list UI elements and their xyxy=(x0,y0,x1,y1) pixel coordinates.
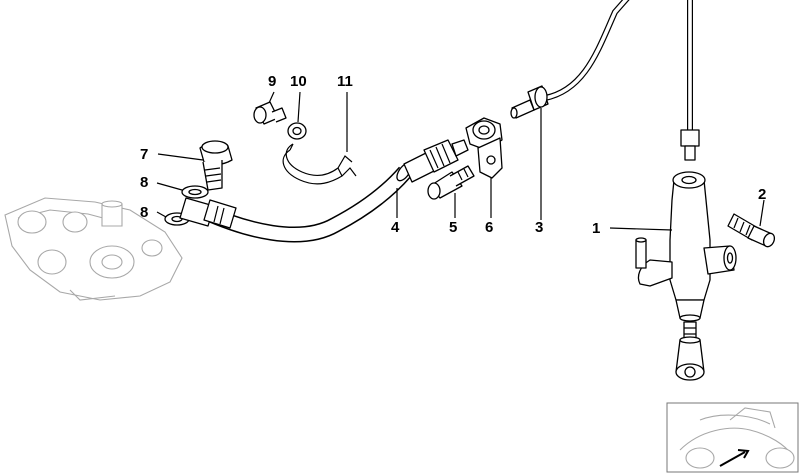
callout-5: 5 xyxy=(449,219,457,236)
leader-7 xyxy=(157,153,204,161)
banjo-bolt-part xyxy=(199,140,233,191)
leader-8b xyxy=(156,211,167,218)
leader-9 xyxy=(268,91,275,104)
callout-4: 4 xyxy=(391,219,400,236)
leader-8a xyxy=(156,182,183,191)
brake-hose-part xyxy=(179,162,412,243)
hose-clip-11-part xyxy=(282,143,357,185)
hose-end-fitting-part xyxy=(403,139,469,183)
callout-1: 1 xyxy=(592,220,600,237)
callout-11: 11 xyxy=(337,73,353,90)
bracket-6-part xyxy=(465,117,503,179)
brake-line-part xyxy=(510,0,700,161)
brake-caliper-outline xyxy=(4,197,183,301)
callout-leader-lines xyxy=(156,91,765,231)
callout-8-lower: 8 xyxy=(140,204,148,221)
callout-10: 10 xyxy=(290,73,307,90)
bolt-9-part xyxy=(253,101,287,125)
bolt-5-part xyxy=(427,165,475,200)
bolt-2-part xyxy=(727,213,776,248)
leader-1 xyxy=(609,227,673,231)
motorcycle-location-inset xyxy=(666,402,799,473)
callout-8-upper: 8 xyxy=(140,174,148,191)
callout-9: 9 xyxy=(268,73,276,90)
callout-labels: 1 2 3 4 5 6 7 8 8 9 10 11 xyxy=(140,73,766,237)
callout-2: 2 xyxy=(758,186,766,203)
washer-10-part xyxy=(287,122,307,140)
callout-6: 6 xyxy=(485,219,493,236)
callout-7: 7 xyxy=(140,146,148,163)
leader-2 xyxy=(759,199,765,227)
callout-3: 3 xyxy=(535,219,543,236)
master-cylinder-part xyxy=(635,171,737,381)
leader-10 xyxy=(297,91,301,123)
